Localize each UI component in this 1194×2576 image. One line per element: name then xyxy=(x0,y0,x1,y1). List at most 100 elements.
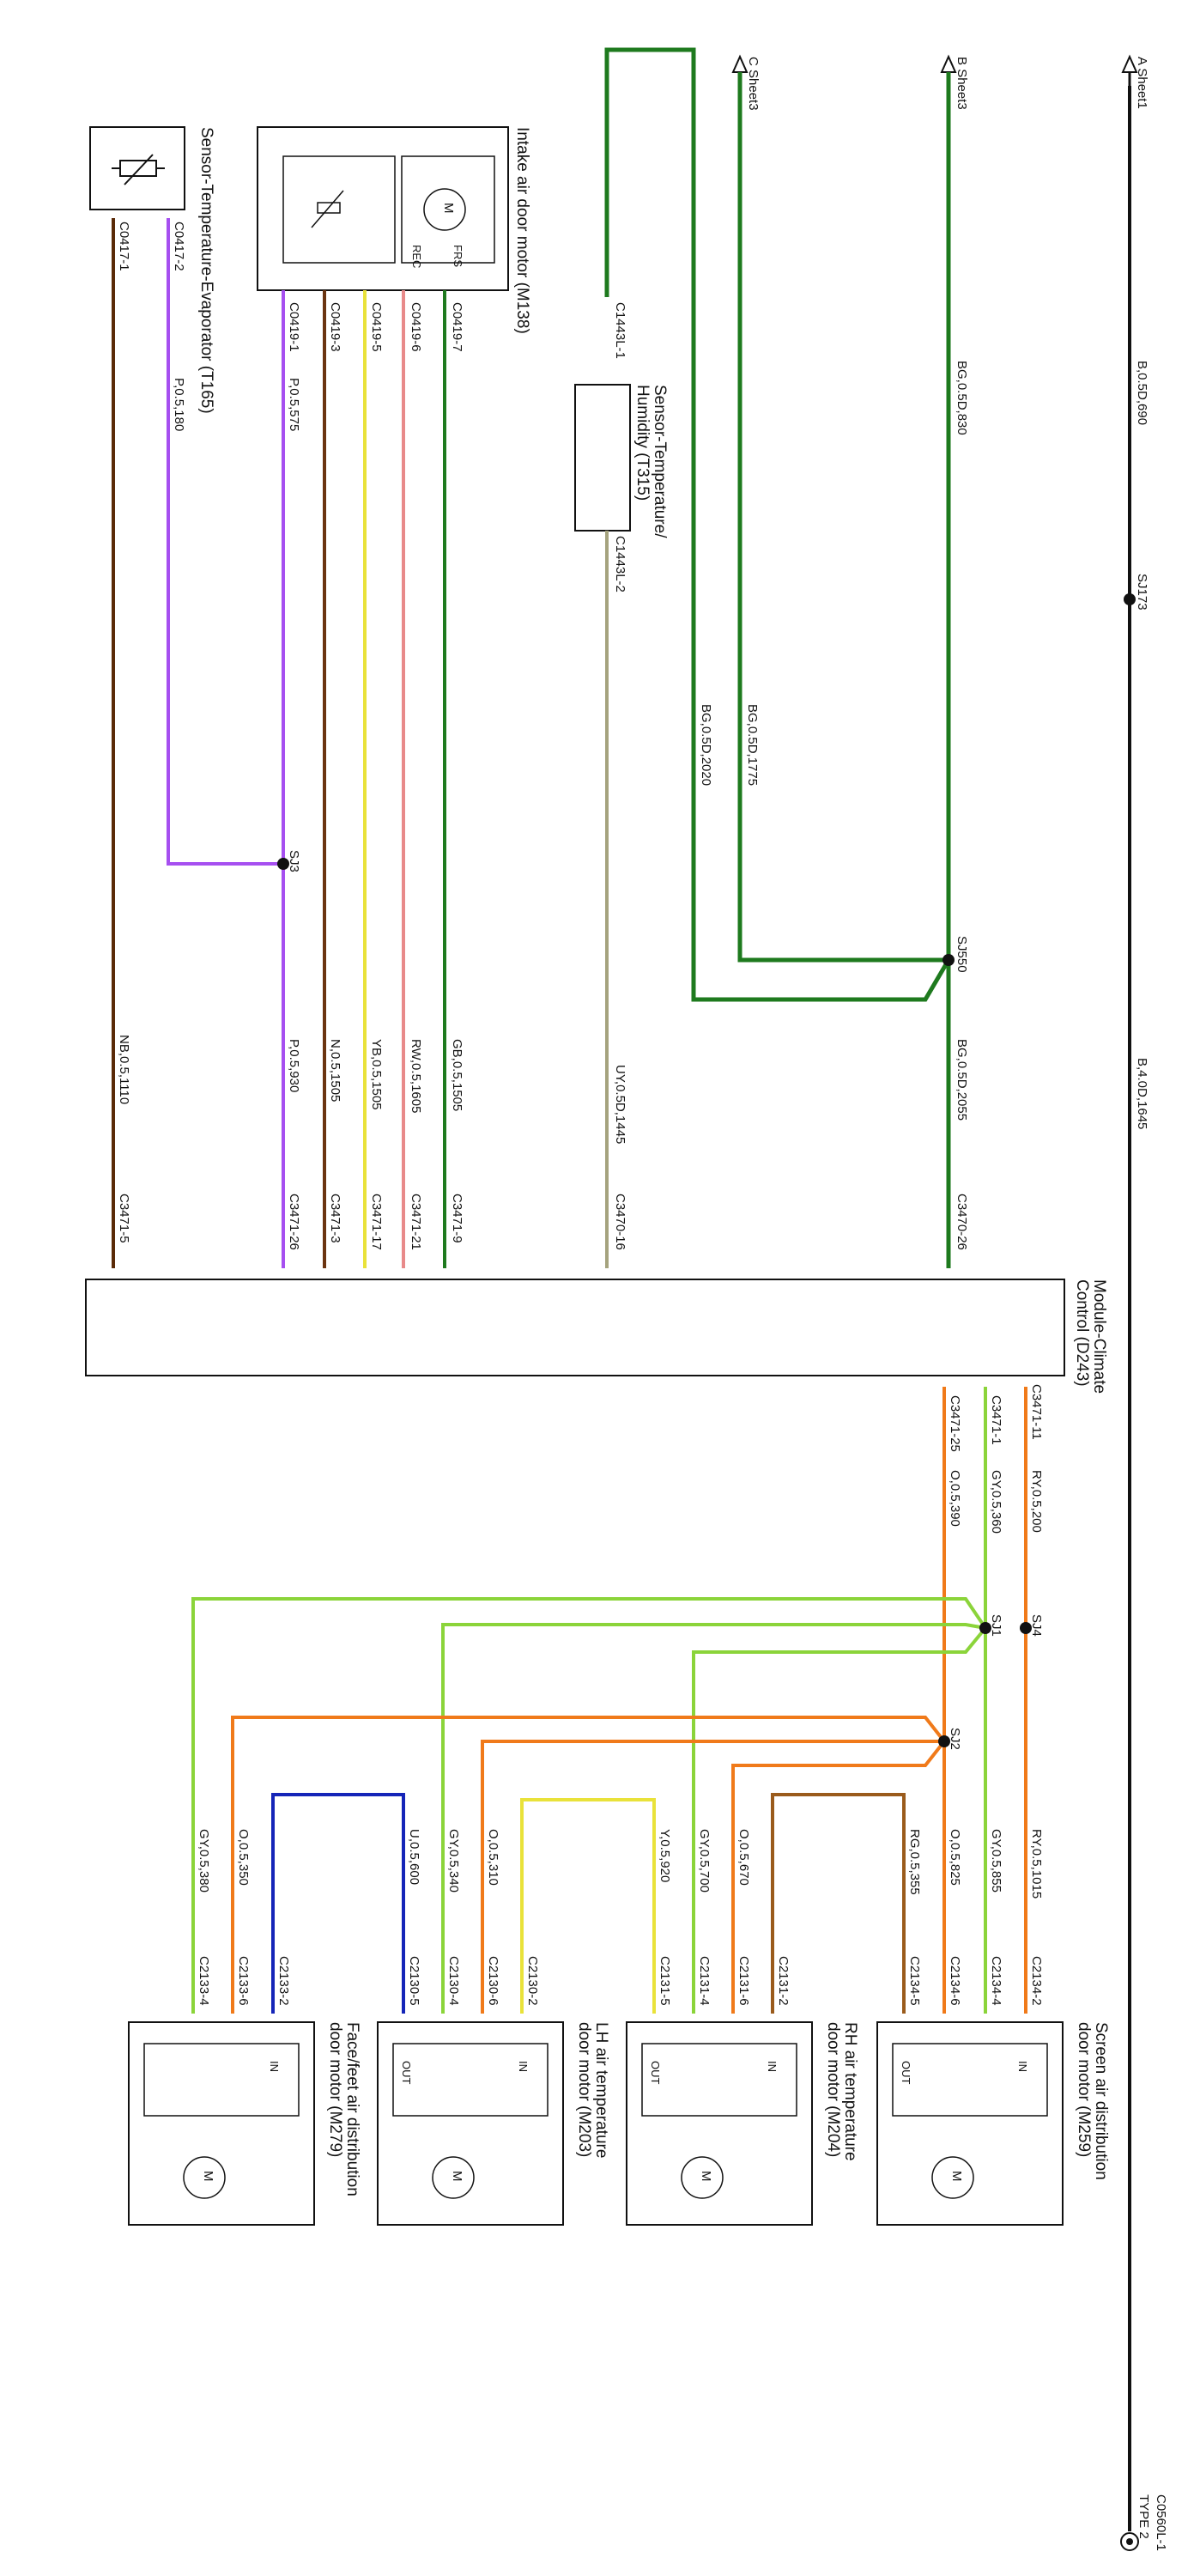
wire-o825: O,0.5,825 xyxy=(948,1829,962,1886)
screen-motor-letter: M xyxy=(949,2171,964,2182)
pin-c3471-5: C3471-5 xyxy=(117,1194,131,1243)
intake-pin-7: C0419-7 xyxy=(450,302,464,352)
screen-out: OUT xyxy=(900,2061,912,2085)
sheet-b-label: B Sheet3 xyxy=(955,57,969,110)
rh-pin-6: C2131-6 xyxy=(736,1956,751,2006)
splice-sj550-label: SJ550 xyxy=(955,936,969,973)
wire-uy1445: UY,0.5D,1445 xyxy=(613,1065,627,1145)
wire-gy700: GY,0.5,700 xyxy=(697,1829,712,1893)
pin-c3471-21: C3471-21 xyxy=(409,1194,423,1250)
wire-rg355: RG,0.5,355 xyxy=(907,1829,922,1895)
splice-sj173-label: SJ173 xyxy=(1135,574,1149,611)
rh-pin-5: C2131-5 xyxy=(658,1956,672,2006)
wire-rw1605: RW,0.5,1605 xyxy=(409,1039,423,1114)
thermistor-icon xyxy=(112,154,165,185)
rh-in: IN xyxy=(766,2061,779,2072)
intake-rec: REC xyxy=(410,245,423,269)
intake-frs: FRS xyxy=(452,245,464,267)
wire-gb1505: GB,0.5,1505 xyxy=(450,1039,464,1112)
door-motor-rh xyxy=(626,2021,813,2226)
humidity-pin1: C1443L-1 xyxy=(613,302,627,359)
ground-type: TYPE 2 xyxy=(1136,2494,1151,2539)
lh-in: IN xyxy=(517,2061,530,2072)
ground-symbol xyxy=(1120,2532,1139,2551)
face-pin-4: C2133-4 xyxy=(197,1956,211,2006)
pin-c3471-17: C3471-17 xyxy=(369,1194,384,1250)
splice-sj1-label: SJ1 xyxy=(989,1614,1003,1637)
wire-bg830: BG,0.5D,830 xyxy=(955,361,969,435)
evaporator-pin2: C0417-2 xyxy=(172,222,186,271)
lh-pin-5: C2130-5 xyxy=(407,1956,421,2006)
intake-motor-body xyxy=(257,126,509,291)
humidity-title: Sensor-Temperature/Humidity (T315) xyxy=(633,385,669,538)
intake-pin-5: C0419-5 xyxy=(369,302,384,352)
intake-motor-internals xyxy=(282,155,495,264)
lh-pin-6: C2130-6 xyxy=(486,1956,500,2006)
rh-out: OUT xyxy=(649,2061,662,2085)
pin-c3471-26: C3471-26 xyxy=(287,1194,301,1250)
lh-motor-letter: M xyxy=(450,2171,464,2182)
door-motor-lh xyxy=(377,2021,564,2226)
pin-c3471-1: C3471-1 xyxy=(989,1395,1003,1445)
rh-motor-letter: M xyxy=(699,2171,713,2182)
module-climate-control xyxy=(85,1279,1065,1376)
intake-pin-1: C0419-1 xyxy=(287,302,301,352)
wire-p575: P,0.5,575 xyxy=(287,378,301,432)
intake-motor-letter: M xyxy=(441,203,456,214)
splice-sj2 xyxy=(938,1735,950,1747)
wire-bg1775: BG,0.5D,1775 xyxy=(745,704,760,787)
wire-bg2055: BG,0.5D,2055 xyxy=(955,1039,969,1121)
wire-gy360: GY,0.5,360 xyxy=(989,1470,1003,1534)
wire-ry200: RY,0.5,200 xyxy=(1029,1470,1044,1533)
lh-pin-2: C2130-2 xyxy=(525,1956,540,2006)
ground-connector: C0560L-1 xyxy=(1154,2494,1168,2551)
wire-nb1110: NB,0.5,1110 xyxy=(117,1035,131,1105)
intake-title: Intake air door motor (M138) xyxy=(513,127,531,334)
wire-gy855: GY,0.5,855 xyxy=(989,1829,1003,1893)
pin-c3471-9: C3471-9 xyxy=(450,1194,464,1243)
rh-pin-2: C2131-2 xyxy=(776,1956,791,2006)
wire-o390: O,0.5,390 xyxy=(948,1470,962,1527)
humidity-pin2: C1443L-2 xyxy=(613,536,627,592)
wire-o350: O,0.5,350 xyxy=(236,1829,251,1886)
screen-pin-2: C2134-2 xyxy=(1029,1956,1044,2006)
splice-sj3 xyxy=(277,858,289,870)
wire-gy340: GY,0.5,340 xyxy=(446,1829,461,1893)
wire-p180: P,0.5,180 xyxy=(172,378,186,432)
intake-wires xyxy=(282,290,446,1268)
evaporator-wire-purple xyxy=(167,218,283,866)
sheet-a-arrow xyxy=(1121,54,1138,86)
screen-pin-5: C2134-5 xyxy=(907,1956,922,2006)
evaporator-pin1: C0417-1 xyxy=(117,222,131,271)
screen-pin-4: C2134-4 xyxy=(989,1956,1003,2006)
intake-pin-3: C0419-3 xyxy=(328,302,342,352)
pin-c3471-3: C3471-3 xyxy=(328,1194,342,1243)
wire-p930: P,0.5,930 xyxy=(287,1039,301,1093)
splice-sj2-label: SJ2 xyxy=(948,1728,962,1750)
face-pin-6: C2133-6 xyxy=(236,1956,251,2006)
evaporator-title: Sensor-Temperature-Evaporator (T165) xyxy=(197,127,215,414)
sheet-c-label: C Sheet3 xyxy=(746,57,761,111)
evaporator-sensor-body xyxy=(89,126,185,210)
face-in: IN xyxy=(268,2061,281,2072)
wire-y920: Y,0.5,920 xyxy=(658,1829,672,1883)
lh-pin-4: C2130-4 xyxy=(446,1956,461,2006)
pin-c3471-11: C3471-11 xyxy=(1029,1384,1044,1440)
sheet-a-label: A Sheet1 xyxy=(1135,57,1149,109)
splice-sj3-label: SJ3 xyxy=(287,850,301,872)
splice-sj4-label: SJ4 xyxy=(1029,1614,1044,1637)
splice-sj550 xyxy=(942,954,955,966)
screen-in: IN xyxy=(1016,2061,1029,2072)
green-wires xyxy=(604,47,951,1268)
face-motor-letter: M xyxy=(201,2171,215,2182)
screen-pin-6: C2134-6 xyxy=(948,1956,962,2006)
door-motor-face xyxy=(128,2021,315,2226)
intake-pin-6: C0419-6 xyxy=(409,302,423,352)
pin-c3470-26: C3470-26 xyxy=(955,1194,969,1250)
lh-out: OUT xyxy=(400,2061,413,2085)
